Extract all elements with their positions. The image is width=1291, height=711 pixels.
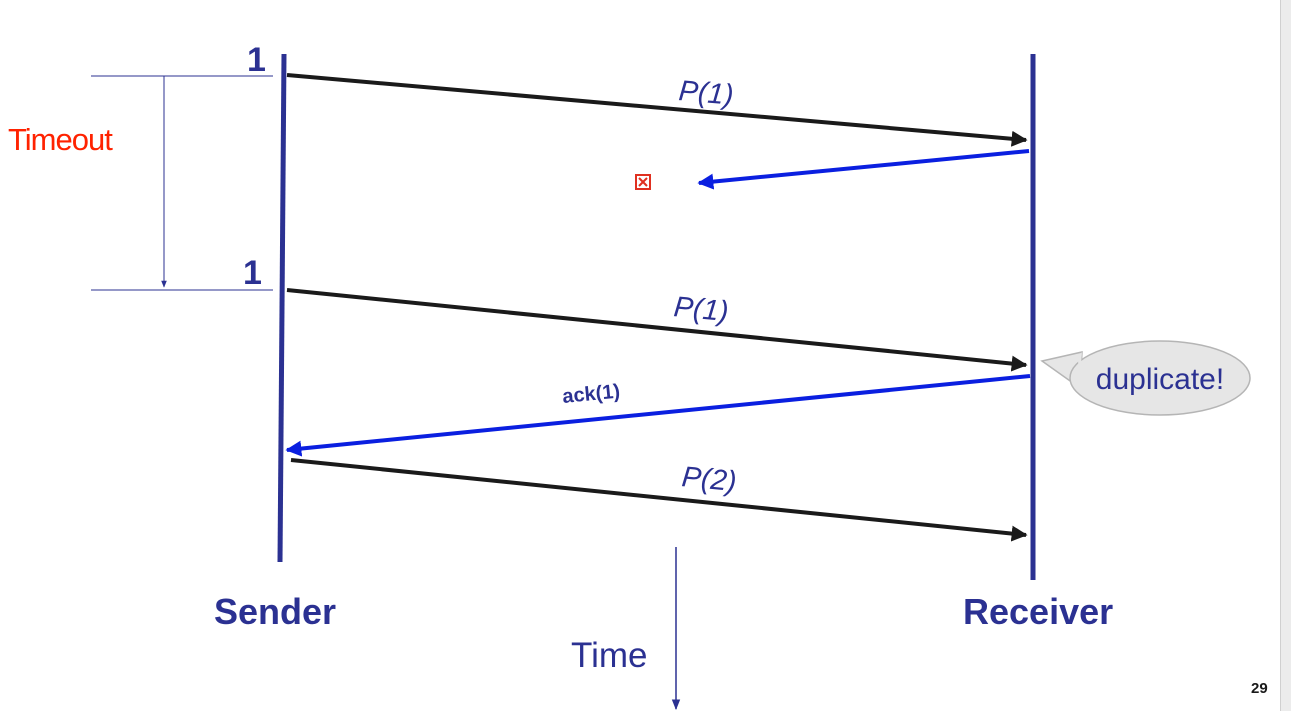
ack-label: ack(1) [561,381,621,408]
sender-lifeline [277,53,287,563]
message-label-p1-first: P(1) [677,75,734,112]
receiver-label: Receiver [963,591,1113,632]
message-arrow-p2 [290,458,1028,542]
message-arrow-p1-first [286,73,1028,147]
lost-packet-icon [635,174,651,190]
timeout-label: Timeout [8,122,113,157]
seq-mark-second: 1 [243,254,262,292]
callout-text: duplicate! [1096,363,1224,396]
message-label-p2: P(2) [680,461,738,498]
message-arrow-p1-second [286,288,1028,372]
message-label-p1-second: P(1) [672,291,730,328]
page-number: 29 [1251,680,1268,697]
lost-ack-arrow [697,149,1030,190]
sender-label: Sender [214,591,336,632]
window-edge [1280,0,1291,711]
ack-arrow [285,374,1031,457]
seq-mark-first: 1 [247,41,266,79]
duplicate-callout: duplicate! [1040,340,1251,416]
time-label: Time [571,636,647,675]
